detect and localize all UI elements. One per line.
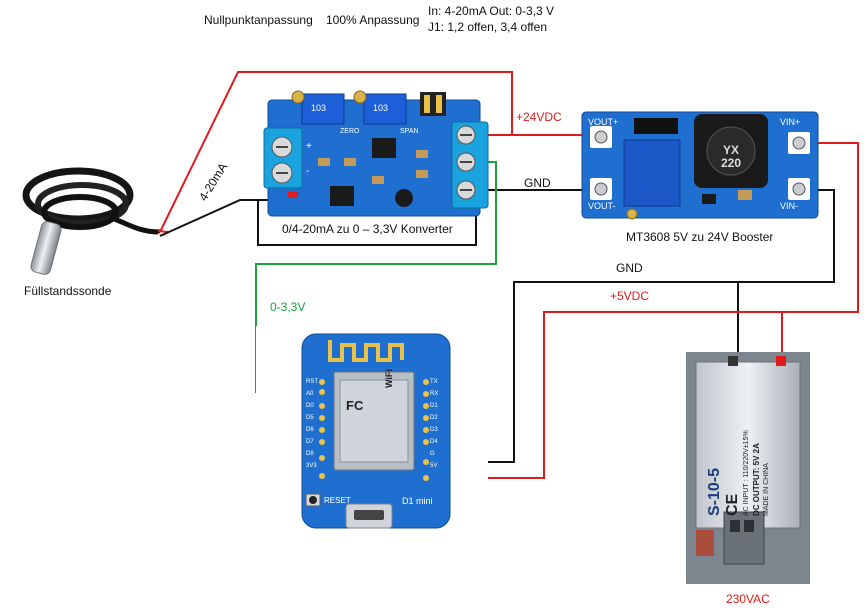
- converter-pot-zero-value: 103: [311, 103, 327, 113]
- wire-5v-booster: [781, 142, 859, 356]
- pin-label: 5V: [430, 463, 438, 469]
- level-sensor: [22, 167, 169, 275]
- psu-origin-text: MADE IN CHINA: [763, 463, 770, 516]
- pin-label: D1: [430, 403, 438, 409]
- pin-label: 3V3: [306, 463, 317, 469]
- converter-span-text: SPAN: [400, 128, 419, 135]
- io-spec-line2: J1: 1,2 offen, 3,4 offen: [428, 20, 547, 34]
- wire-converter-gnd-loop: [257, 190, 477, 246]
- pin-label: D3: [430, 427, 438, 433]
- converter-plus-text: +: [306, 141, 312, 152]
- power-supply: [686, 352, 810, 584]
- analog-signal-label: 0-3,3V: [270, 300, 306, 314]
- booster-title: MT3608 5V zu 24V Booster: [626, 230, 774, 244]
- converter-board: [263, 90, 489, 217]
- pin-label: D5: [306, 415, 314, 421]
- psu-model-text: S-10-5: [706, 467, 723, 516]
- wemos-wifi-text: WiFi: [384, 369, 394, 388]
- wemos-brand-text: D1 mini: [402, 496, 433, 506]
- psu-label: S-10-5 CE AC INPUT : 110/220V±15% DC OUT…: [706, 366, 771, 516]
- booster-vout-minus-text: VOUT-: [588, 201, 616, 211]
- plus24-label: +24VDC: [516, 110, 562, 124]
- converter-pot-span-value: 103: [373, 103, 389, 113]
- sensor-title: Füllstandssonde: [24, 284, 112, 298]
- wemos-pins-right: TX RX D1 D2 D3 D4 G 5V: [430, 376, 438, 472]
- io-spec-line1: In: 4-20mA Out: 0-3,3 V: [428, 4, 555, 18]
- booster-vout-plus-text: VOUT+: [588, 117, 619, 127]
- booster-inductor-text: YX 220: [720, 143, 742, 170]
- span-adjust-label: 100% Anpassung: [326, 13, 420, 27]
- pin-label: A0: [306, 391, 314, 397]
- plus5-label: +5VDC: [610, 289, 650, 303]
- psu-input-text: AC INPUT : 110/220V±15%: [743, 430, 750, 516]
- wire-sensor-to-converter: [159, 199, 270, 237]
- booster-board: [581, 111, 819, 220]
- pin-label: G: [430, 451, 435, 457]
- psu-output-text: DC OUTPUT: 5V 2A: [752, 443, 761, 516]
- wemos-board: [256, 326, 488, 538]
- pin-label: TX: [430, 379, 438, 385]
- pin-label: RST: [306, 379, 318, 385]
- wemos-fc-text: FC: [346, 398, 364, 413]
- booster-vin-minus-text: VIN-: [780, 201, 798, 211]
- gnd-psu-label: GND: [616, 261, 643, 275]
- zero-adjust-label: Nullpunktanpassung: [204, 13, 313, 27]
- wemos-pins-left: RST A0 D0 D5 D6 D7 D8 3V3: [306, 376, 318, 472]
- converter-zero-text: ZERO: [340, 128, 360, 135]
- pin-label: D8: [306, 451, 314, 457]
- pin-label: D2: [430, 415, 438, 421]
- wire-5v-wemos: [434, 311, 782, 479]
- gnd-booster-label: GND: [524, 176, 551, 190]
- converter-title: 0/4-20mA zu 0 – 3,3V Konverter: [282, 222, 453, 236]
- booster-vin-plus-text: VIN+: [780, 117, 801, 127]
- pin-label: D0: [306, 403, 314, 409]
- pin-label: RX: [430, 391, 439, 397]
- pin-label: D4: [430, 439, 438, 445]
- wemos-reset-text: RESET: [324, 496, 351, 505]
- pin-label: D7: [306, 439, 314, 445]
- pin-label: D6: [306, 427, 314, 433]
- wire-gnd-booster: [737, 189, 835, 356]
- mains-label: 230VAC: [726, 592, 770, 606]
- converter-minus-text: -: [306, 166, 310, 177]
- psu-ce-text: CE: [724, 493, 741, 516]
